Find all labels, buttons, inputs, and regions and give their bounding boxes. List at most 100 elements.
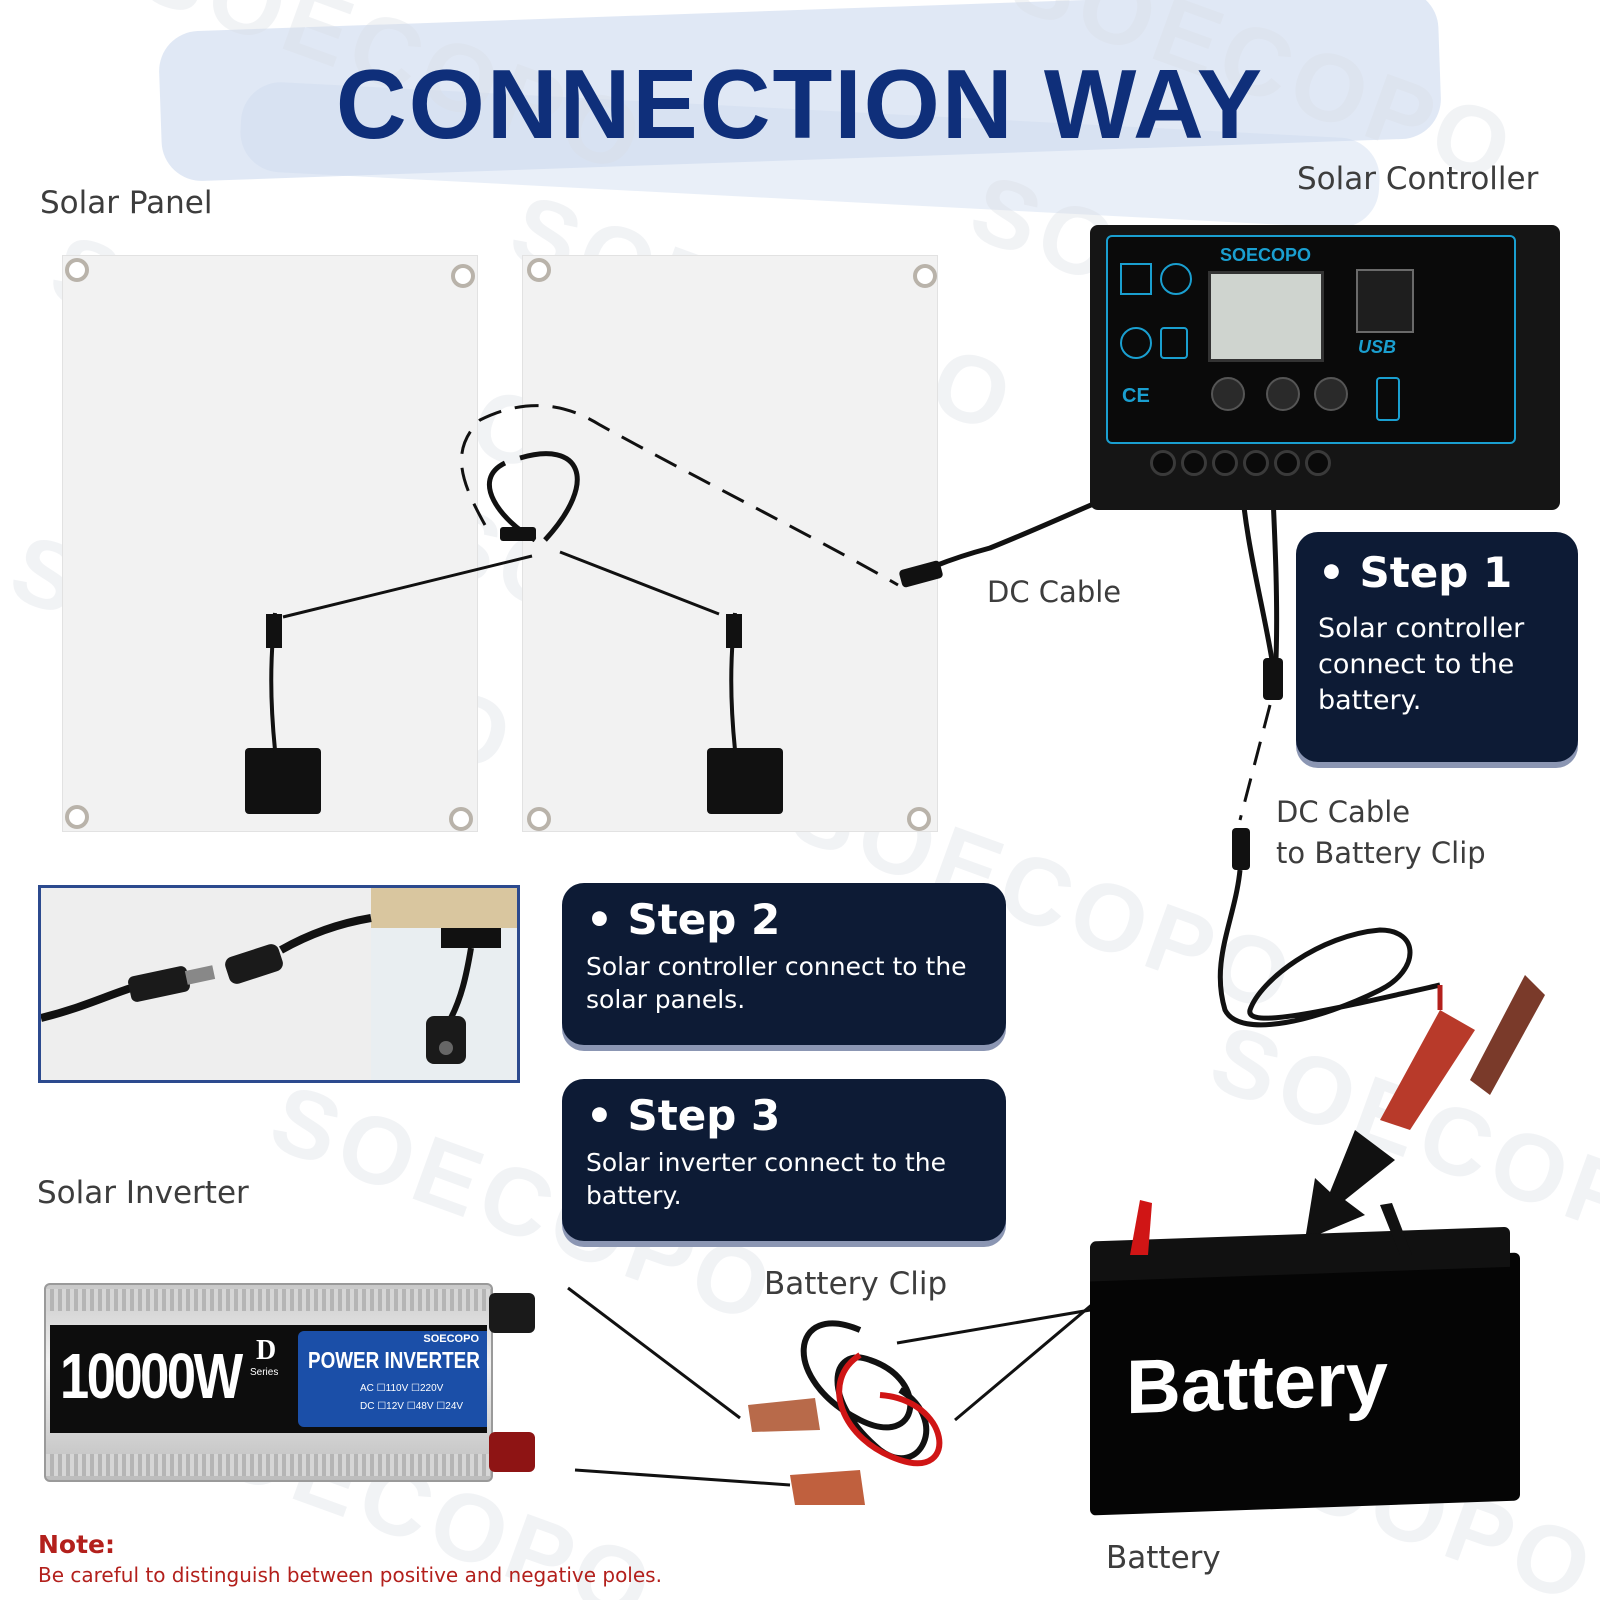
usb-ports xyxy=(1356,269,1414,333)
inverter-vent-top xyxy=(46,1289,491,1311)
grommet xyxy=(451,264,475,288)
step-1-title-text: Step 1 xyxy=(1359,548,1513,597)
clip-cable-coil xyxy=(1217,869,1441,1028)
battery-black-clip xyxy=(1380,1203,1412,1255)
controller-menu-button[interactable] xyxy=(1211,377,1245,411)
inverter-dc-line: DC ☐12V ☐48V ☐24V xyxy=(360,1401,464,1412)
step-1-title: • Step 1 xyxy=(1318,548,1513,597)
connector-photo-drawing xyxy=(41,914,501,1064)
step-2-line: solar panels. xyxy=(586,985,746,1014)
arrow-to-battery xyxy=(1305,1130,1395,1240)
grommet xyxy=(527,807,551,831)
junction-box xyxy=(245,748,321,814)
battery-clip-black-cable xyxy=(800,1320,930,1462)
inverter-vent-bottom xyxy=(46,1454,491,1476)
note-heading: Note: xyxy=(38,1530,116,1559)
step-2-box: • Step 2 Solar controller connect to the… xyxy=(562,883,1006,1045)
note-text: Be careful to distinguish between positi… xyxy=(38,1563,662,1587)
clip-black xyxy=(1470,975,1545,1095)
battery-red-clip xyxy=(1130,1200,1152,1255)
guide-line-left xyxy=(282,554,533,619)
grommet xyxy=(907,807,931,831)
usb-label: USB xyxy=(1358,337,1397,357)
step-1-desc: Solar controller connect to the battery. xyxy=(1318,611,1556,719)
battery-clip-red-cable xyxy=(836,1352,943,1467)
page-title: CONNECTION WAY xyxy=(335,49,1265,159)
battery-terminal-clips xyxy=(1130,1200,1412,1255)
step-3-line: battery. xyxy=(586,1181,682,1210)
inverter-neg-line xyxy=(567,1286,741,1420)
terminal-load-pos xyxy=(1305,450,1331,476)
inverter-negative-terminal xyxy=(489,1293,535,1333)
controller-up-button[interactable] xyxy=(1266,377,1300,411)
inverter-brand: SOECOPO xyxy=(423,1333,479,1345)
cpu-icon xyxy=(1120,263,1152,295)
dc-cable-battery-label-line1: DC Cable xyxy=(1276,795,1411,829)
inverter-positive-terminal xyxy=(489,1432,535,1472)
panel-connector-left xyxy=(266,614,282,648)
y-splitter-plug xyxy=(500,527,536,541)
dashed-panel-link xyxy=(460,404,899,587)
inverter-pos-line xyxy=(574,1468,791,1487)
step-1-line: battery. xyxy=(1318,685,1422,716)
inverter-power-rating: 10000W xyxy=(60,1340,243,1412)
solar-inverter-label: Solar Inverter xyxy=(37,1175,249,1211)
grommet xyxy=(65,258,89,282)
battery-label: Battery xyxy=(1106,1540,1221,1576)
step-1-box: • Step 1 Solar controller connect to the… xyxy=(1296,532,1578,762)
step-3-title: • Step 3 xyxy=(586,1091,781,1140)
terminal-solar-neg xyxy=(1150,450,1176,476)
inverter-ac-line: AC ☐110V ☐220V xyxy=(360,1383,444,1394)
step-3-desc: Solar inverter connect to the battery. xyxy=(586,1146,982,1212)
controller-lcd xyxy=(1208,271,1324,362)
photo-wood-strip xyxy=(371,888,517,928)
terminal-battery-pos xyxy=(1243,450,1269,476)
clip-cable-plug xyxy=(1232,828,1250,870)
inverter-series-letter: D xyxy=(256,1335,277,1366)
grommet xyxy=(913,264,937,288)
battery: Battery xyxy=(1090,1226,1520,1516)
inverter-blue-label: SOECOPO POWER INVERTER AC ☐110V ☐220V DC… xyxy=(298,1331,487,1427)
dc-cable-plug xyxy=(899,560,943,588)
inverter-front-panel: 10000W D Series SOECOPO POWER INVERTER A… xyxy=(50,1325,487,1433)
ce-mark: CE xyxy=(1122,385,1150,407)
dc-cable-label: DC Cable xyxy=(987,575,1122,609)
grommet xyxy=(65,805,89,829)
solar-panel-label: Solar Panel xyxy=(40,185,213,221)
inverter-name: POWER INVERTER xyxy=(308,1347,480,1373)
phone-charge-icon xyxy=(1376,377,1400,421)
step-2-title: • Step 2 xyxy=(586,895,781,944)
clip-red xyxy=(1380,1010,1475,1130)
controller-down-button[interactable] xyxy=(1314,377,1348,411)
terminal-battery-neg xyxy=(1212,450,1238,476)
dc-cable-battery-label-line2: to Battery Clip xyxy=(1276,836,1486,870)
inverter-series-word: Series xyxy=(250,1367,279,1378)
step-3-line: Solar inverter connect to the xyxy=(586,1148,946,1177)
connector-photo-inset xyxy=(38,885,520,1083)
terminal-solar-pos xyxy=(1181,450,1207,476)
step-2-title-text: Step 2 xyxy=(627,895,781,944)
step-3-box: • Step 3 Solar inverter connect to the b… xyxy=(562,1079,1006,1241)
panel-connector-right xyxy=(726,614,742,648)
battery-lead-plug xyxy=(1263,658,1283,700)
battery-clip-label: Battery Clip xyxy=(764,1266,948,1302)
clock-icon xyxy=(1120,327,1152,359)
step-1-line: Solar controller xyxy=(1318,613,1525,644)
terminal-load-neg xyxy=(1274,450,1300,476)
step-2-line: Solar controller connect to the xyxy=(586,952,967,981)
battery-clip-red-jaw xyxy=(790,1470,865,1505)
solar-panel-right xyxy=(522,255,938,832)
step-3-title-text: Step 3 xyxy=(627,1091,781,1140)
grommet xyxy=(527,258,551,282)
grommet xyxy=(449,807,473,831)
guide-line-right xyxy=(559,550,720,616)
dashed-battery-link xyxy=(1238,704,1272,821)
step-2-desc: Solar controller connect to the solar pa… xyxy=(586,950,982,1016)
battery-body-text: Battery xyxy=(1126,1336,1388,1431)
solar-controller: SOECOPO CE USB xyxy=(1090,225,1560,510)
controller-brand: SOECOPO xyxy=(1220,245,1312,265)
battery-clip-black-jaw xyxy=(748,1398,820,1432)
step-1-line: connect to the xyxy=(1318,649,1515,680)
